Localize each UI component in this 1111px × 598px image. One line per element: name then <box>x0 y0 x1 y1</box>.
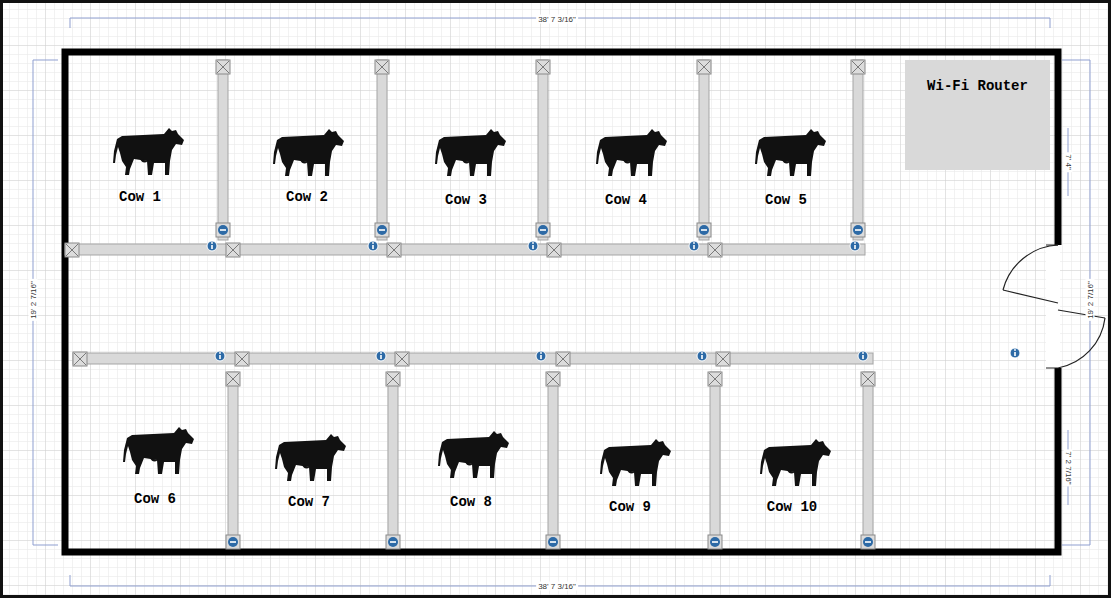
cow-label: Cow 7 <box>288 494 330 510</box>
post-marker <box>386 372 400 386</box>
post-marker <box>697 60 711 74</box>
sensor-icon <box>546 535 560 549</box>
cow-label: Cow 10 <box>767 499 817 515</box>
stall-partition <box>548 372 558 548</box>
dimension-label: 38' 7 3/16" <box>536 582 578 591</box>
stall-partition <box>710 372 720 548</box>
post-marker <box>708 372 722 386</box>
post-marker <box>216 60 230 74</box>
post-marker <box>387 243 401 257</box>
info-icon <box>368 241 378 251</box>
sensor-icon <box>697 223 711 237</box>
sensor-icon <box>386 535 400 549</box>
stall-partition <box>538 60 548 240</box>
stall-partition <box>863 372 873 548</box>
dimension-label: 7' 2 7/16" <box>1064 449 1073 486</box>
stall-partition <box>853 60 863 240</box>
post-marker <box>226 243 240 257</box>
stall-partition <box>388 372 398 548</box>
cow-silhouette <box>273 129 344 176</box>
cow-label: Cow 1 <box>119 189 161 205</box>
cow-silhouette <box>123 427 194 474</box>
cow-label: Cow 8 <box>450 494 492 510</box>
dimension-label: 7' 4" <box>1064 152 1073 172</box>
cow-silhouette <box>113 128 184 175</box>
dimension-label: 19' 2 7/16" <box>1086 279 1095 321</box>
info-icon <box>689 241 699 251</box>
cow-silhouette <box>275 434 346 481</box>
router-box: Wi-Fi Router <box>905 60 1050 170</box>
dimension-lines <box>33 18 1090 586</box>
post-marker <box>556 352 570 366</box>
post-marker <box>708 243 722 257</box>
stall-partition <box>218 60 228 240</box>
sensor-icon <box>861 535 875 549</box>
router-label: Wi-Fi Router <box>905 78 1050 94</box>
post-marker <box>375 60 389 74</box>
stall-partition <box>228 372 238 548</box>
dimension-label: 38' 7 3/16" <box>536 15 578 24</box>
post-marker <box>226 372 240 386</box>
post-marker <box>235 352 249 366</box>
post-marker <box>546 372 560 386</box>
cow-silhouette <box>755 129 826 176</box>
post-marker <box>395 352 409 366</box>
info-icon <box>207 241 217 251</box>
cow-silhouette <box>600 439 671 486</box>
post-marker <box>861 372 875 386</box>
sensor-icon <box>536 223 550 237</box>
stall-partition <box>699 60 709 240</box>
info-icon <box>697 351 707 361</box>
post-marker <box>65 243 79 257</box>
sensor-icon <box>851 223 865 237</box>
post-marker <box>716 352 730 366</box>
dimension-label: 19' 2 7/16" <box>29 279 38 321</box>
info-icon <box>215 351 225 361</box>
sensor-icon <box>216 223 230 237</box>
door <box>1003 245 1105 368</box>
info-icon <box>376 351 386 361</box>
cow-label: Cow 3 <box>445 192 487 208</box>
stall-partition <box>65 244 865 255</box>
stall-partition <box>73 353 873 364</box>
post-marker <box>73 352 87 366</box>
info-icon <box>528 241 538 251</box>
cow-label: Cow 4 <box>605 192 647 208</box>
info-icon <box>1010 348 1020 358</box>
cow-label: Cow 6 <box>134 491 176 507</box>
info-icon <box>858 351 868 361</box>
sensor-icon <box>708 535 722 549</box>
cow-label: Cow 9 <box>609 499 651 515</box>
info-icon <box>536 351 546 361</box>
post-marker <box>536 60 550 74</box>
info-icon <box>850 241 860 251</box>
sensor-icon <box>375 223 389 237</box>
cow-label: Cow 5 <box>765 192 807 208</box>
post-marker <box>547 243 561 257</box>
post-marker <box>851 60 865 74</box>
cow-silhouette <box>438 431 509 478</box>
cow-silhouette <box>596 129 667 176</box>
stall-partition <box>377 60 387 240</box>
cow-silhouette <box>435 129 506 176</box>
barn-wall <box>65 52 1058 552</box>
cow-silhouette <box>760 439 831 486</box>
sensor-icon <box>226 535 240 549</box>
cow-label: Cow 2 <box>286 189 328 205</box>
